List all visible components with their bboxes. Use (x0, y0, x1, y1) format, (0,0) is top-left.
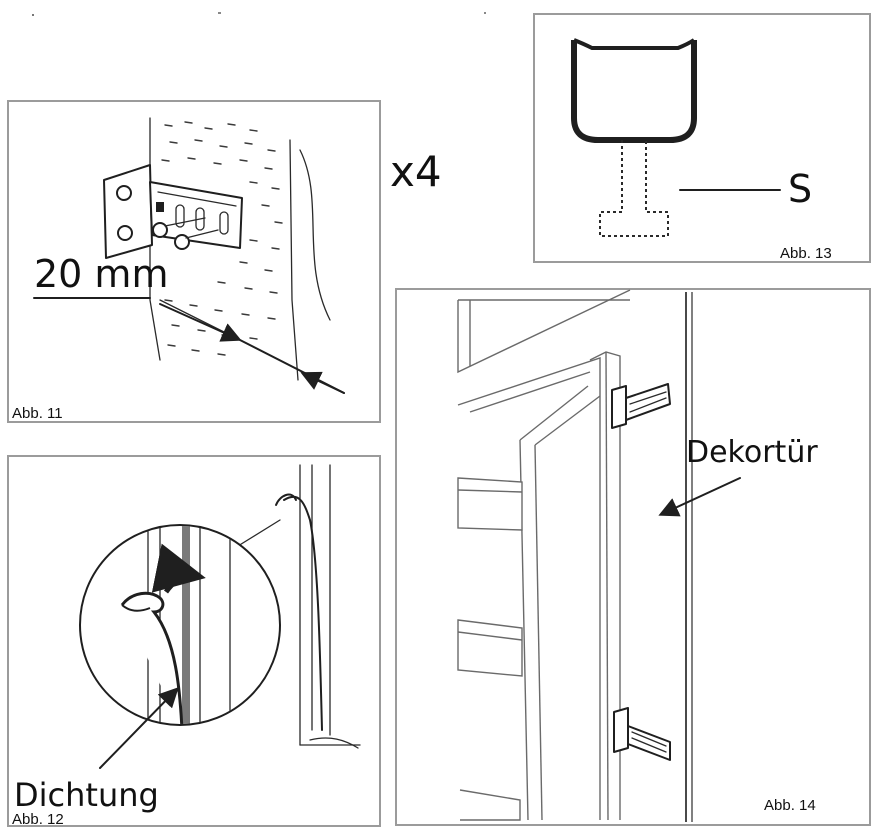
leader-arrow (658, 477, 741, 517)
quantity-label: x4 (390, 147, 442, 196)
figure-abb14: Dekortür Abb. 14 (395, 288, 871, 826)
part-label-dekortuer: Dekortür (686, 435, 818, 470)
slide-bracket-top (611, 383, 671, 429)
screw-icon (117, 225, 133, 241)
screw-icon (152, 222, 168, 238)
part-label-dichtung: Dichtung (14, 776, 159, 814)
scan-specks (32, 12, 486, 16)
figure-abb11-frame (7, 100, 381, 423)
zoom-connector (237, 519, 281, 547)
figure-abb12: Dichtung Abb. 12 (7, 455, 381, 828)
door-edge (275, 464, 361, 749)
spacer-part-drawing (571, 38, 697, 237)
figure-caption-abb13: Abb. 13 (780, 245, 832, 262)
part-label-s: S (788, 167, 812, 211)
screw-icon (116, 185, 132, 201)
leader-arrow (99, 687, 179, 769)
dimension-marker (33, 297, 345, 394)
figure-caption-abb12: Abb. 12 (12, 811, 64, 828)
slide-bracket-bottom (613, 707, 671, 761)
dimension-label: 20 mm (34, 252, 168, 296)
figure-caption-abb14: Abb. 14 (764, 797, 816, 814)
mounting-bracket (103, 164, 243, 259)
screw-icon (174, 234, 190, 250)
appliance-door-drawing (457, 289, 693, 822)
figure-abb13: S Abb. 13 (533, 13, 871, 263)
figure-caption-abb11: Abb. 11 (12, 405, 63, 422)
figure-abb11: 20 mm Abb. 11 (7, 100, 381, 423)
